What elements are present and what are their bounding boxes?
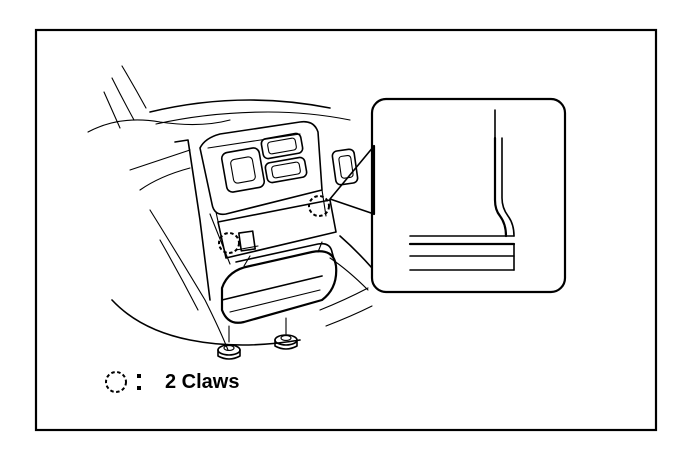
claw-marker-right xyxy=(308,195,330,217)
switch-lower-right xyxy=(264,156,308,184)
center-console-panel xyxy=(199,120,337,265)
claw-detail-callout xyxy=(370,97,567,294)
left-clip-tab xyxy=(235,230,259,252)
claw-marker-left xyxy=(218,232,240,254)
switch-cluster xyxy=(220,132,359,193)
diagram-frame xyxy=(34,28,658,432)
legend-label: 2 Claws xyxy=(165,371,240,393)
switch-left xyxy=(220,147,266,193)
switch-upper-right xyxy=(260,132,304,160)
clip-fastener-right xyxy=(274,317,298,350)
clip-fastener-left xyxy=(217,325,241,360)
removed-lower-panel xyxy=(220,241,338,324)
dashed-circle-claw-icon xyxy=(105,371,141,393)
dashboard-outline xyxy=(87,65,373,351)
right-vent-switch xyxy=(331,148,359,186)
callout-pointer xyxy=(329,145,375,215)
